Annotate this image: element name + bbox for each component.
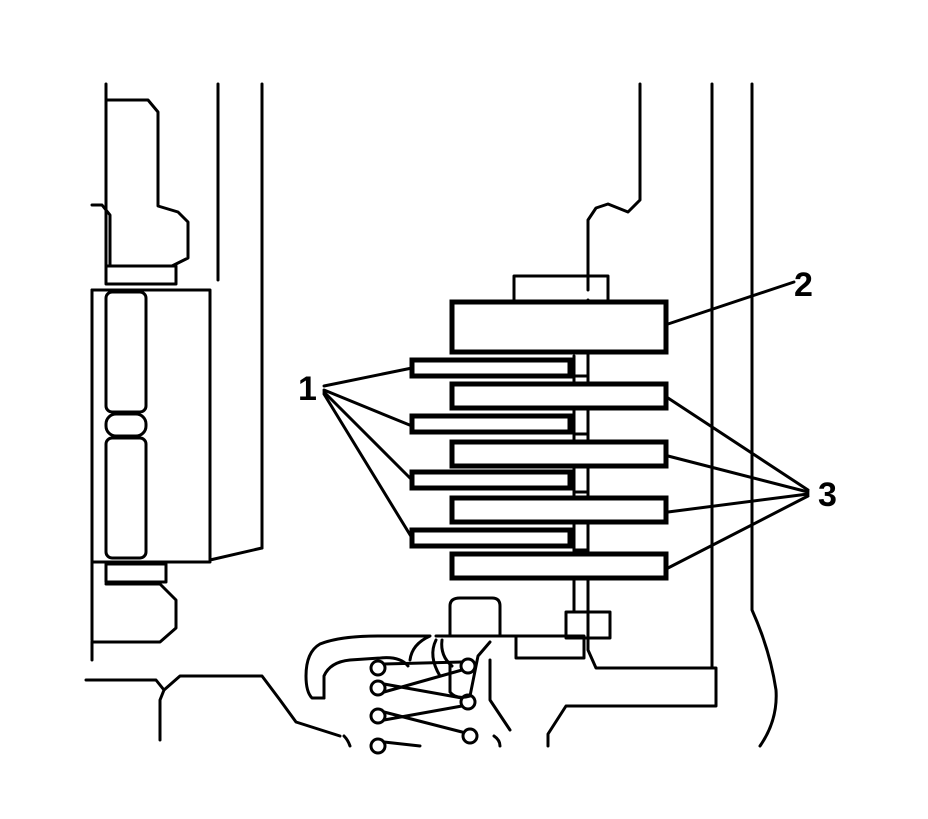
left-housing	[90, 82, 264, 644]
friction-plate	[409, 413, 573, 435]
right-housing	[546, 82, 778, 748]
steel-plate	[449, 495, 669, 525]
friction-plate	[409, 357, 573, 379]
leader-lines-3	[666, 396, 810, 570]
steel-plate	[449, 551, 669, 581]
return-spring	[342, 657, 502, 755]
friction-plate	[409, 469, 573, 491]
backing-plate	[449, 274, 669, 355]
steel-plate	[449, 381, 669, 411]
piston-assembly	[84, 596, 612, 742]
callout-1: 1	[298, 370, 317, 408]
friction-plate	[409, 527, 573, 549]
steel-plates	[449, 381, 669, 581]
friction-plates	[409, 357, 573, 549]
leader-line-2	[666, 280, 796, 326]
steel-plate	[449, 439, 669, 469]
callout-2: 2	[794, 266, 813, 304]
leader-lines-1	[322, 366, 414, 540]
callout-3: 3	[818, 476, 837, 514]
